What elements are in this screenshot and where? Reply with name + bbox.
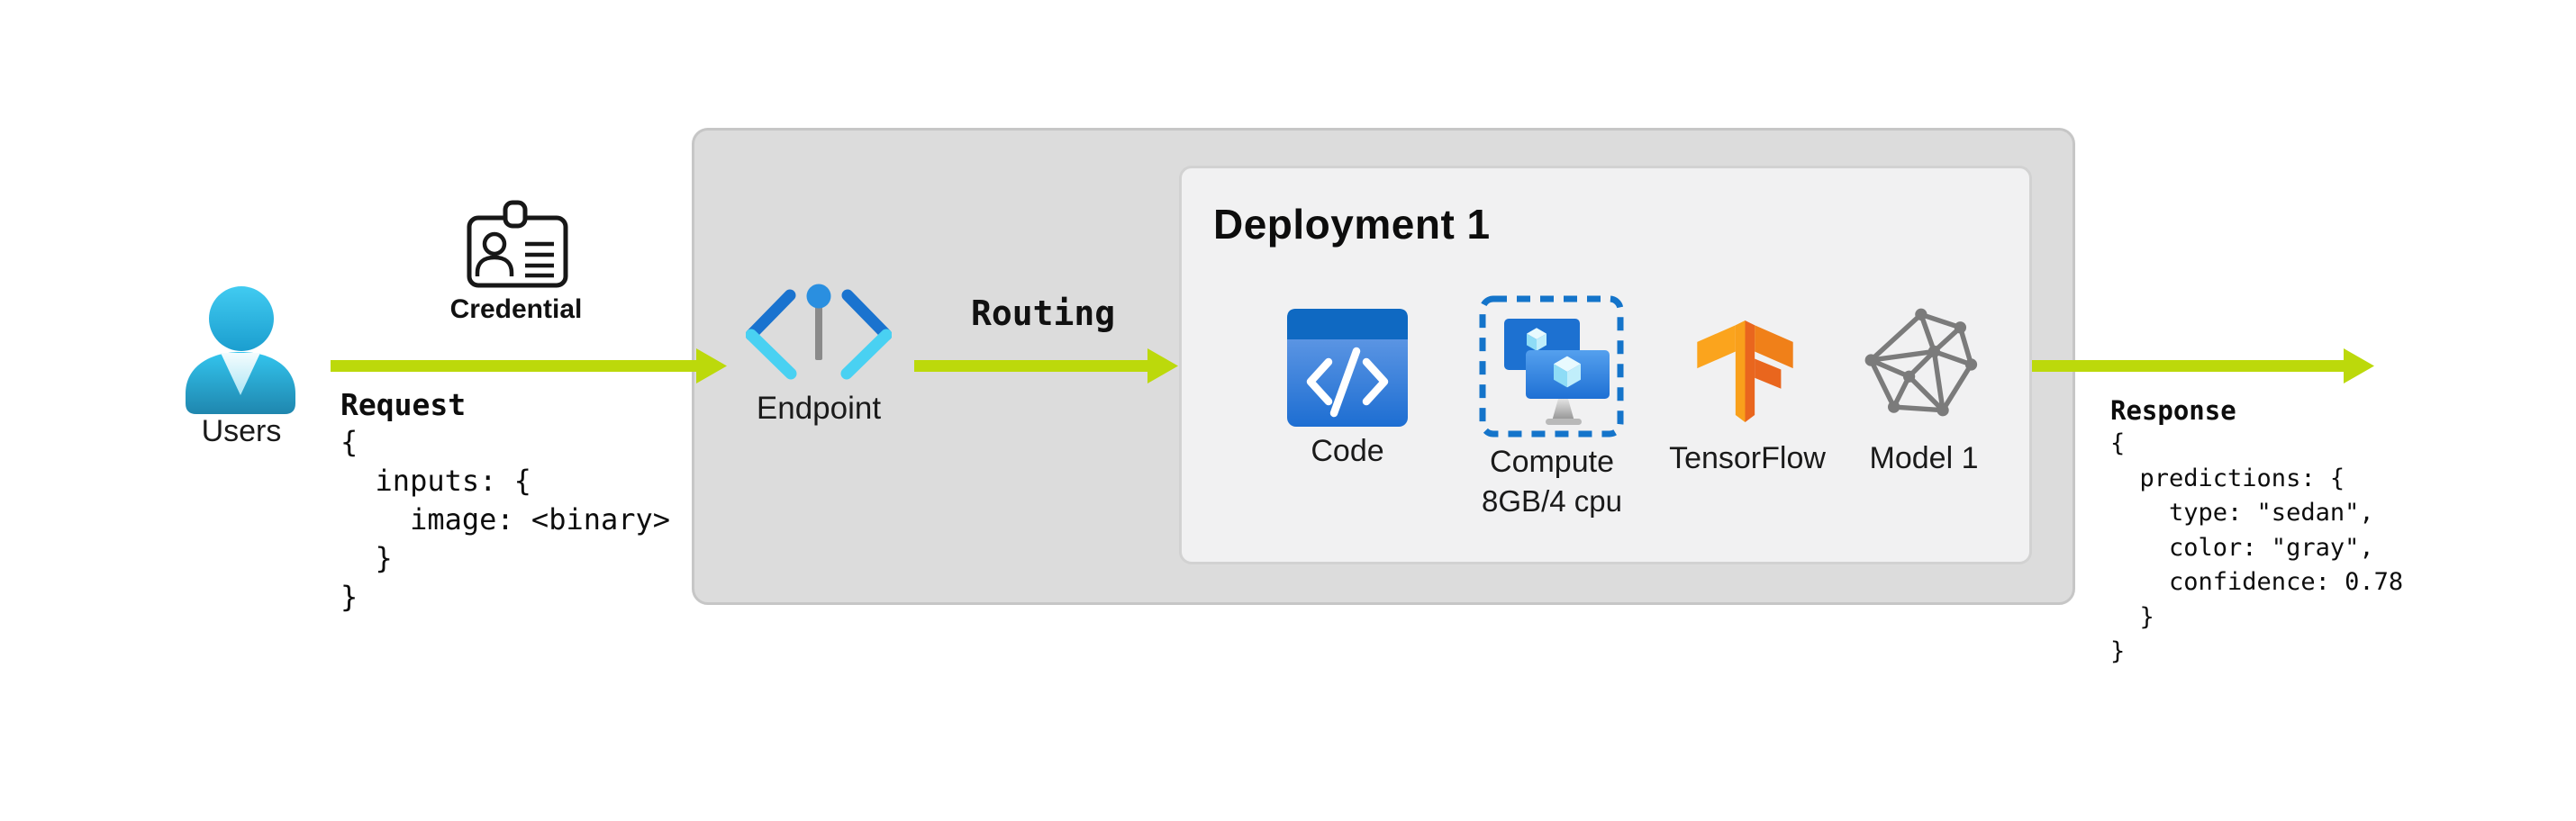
request-title: Request — [340, 387, 467, 422]
request-block: Request { inputs: { image: <binary> } } — [340, 387, 670, 617]
response-block: Response { predictions: { type: "sedan",… — [2110, 394, 2403, 670]
arrow-deployment-to-response — [2032, 348, 2374, 383]
request-json: { inputs: { image: <binary> } } — [340, 425, 671, 614]
code-icon — [1287, 309, 1408, 427]
response-json: { predictions: { type: "sedan", color: "… — [2110, 429, 2404, 665]
tensorflow-icon — [1697, 320, 1793, 423]
compute-label: Compute — [1490, 445, 1614, 479]
users-label: Users — [201, 414, 282, 448]
endpoint-icon — [746, 284, 892, 380]
tensorflow-label: TensorFlow — [1669, 441, 1826, 475]
credential-icon — [467, 200, 568, 288]
endpoint-label: Endpoint — [756, 391, 882, 426]
model-icon — [1864, 308, 1978, 417]
arrow-users-to-endpoint — [331, 348, 727, 383]
code-label: Code — [1311, 434, 1384, 468]
users-icon — [186, 286, 295, 414]
arrow-endpoint-to-deployment — [914, 348, 1178, 383]
compute-spec-label: 8GB/4 cpu — [1482, 484, 1622, 518]
response-title: Response — [2110, 395, 2236, 426]
routing-label: Routing — [971, 293, 1116, 333]
credential-label: Credential — [449, 294, 583, 324]
deployment-title: Deployment 1 — [1213, 201, 1491, 248]
model-label: Model 1 — [1869, 441, 1979, 475]
compute-icon — [1479, 295, 1624, 438]
